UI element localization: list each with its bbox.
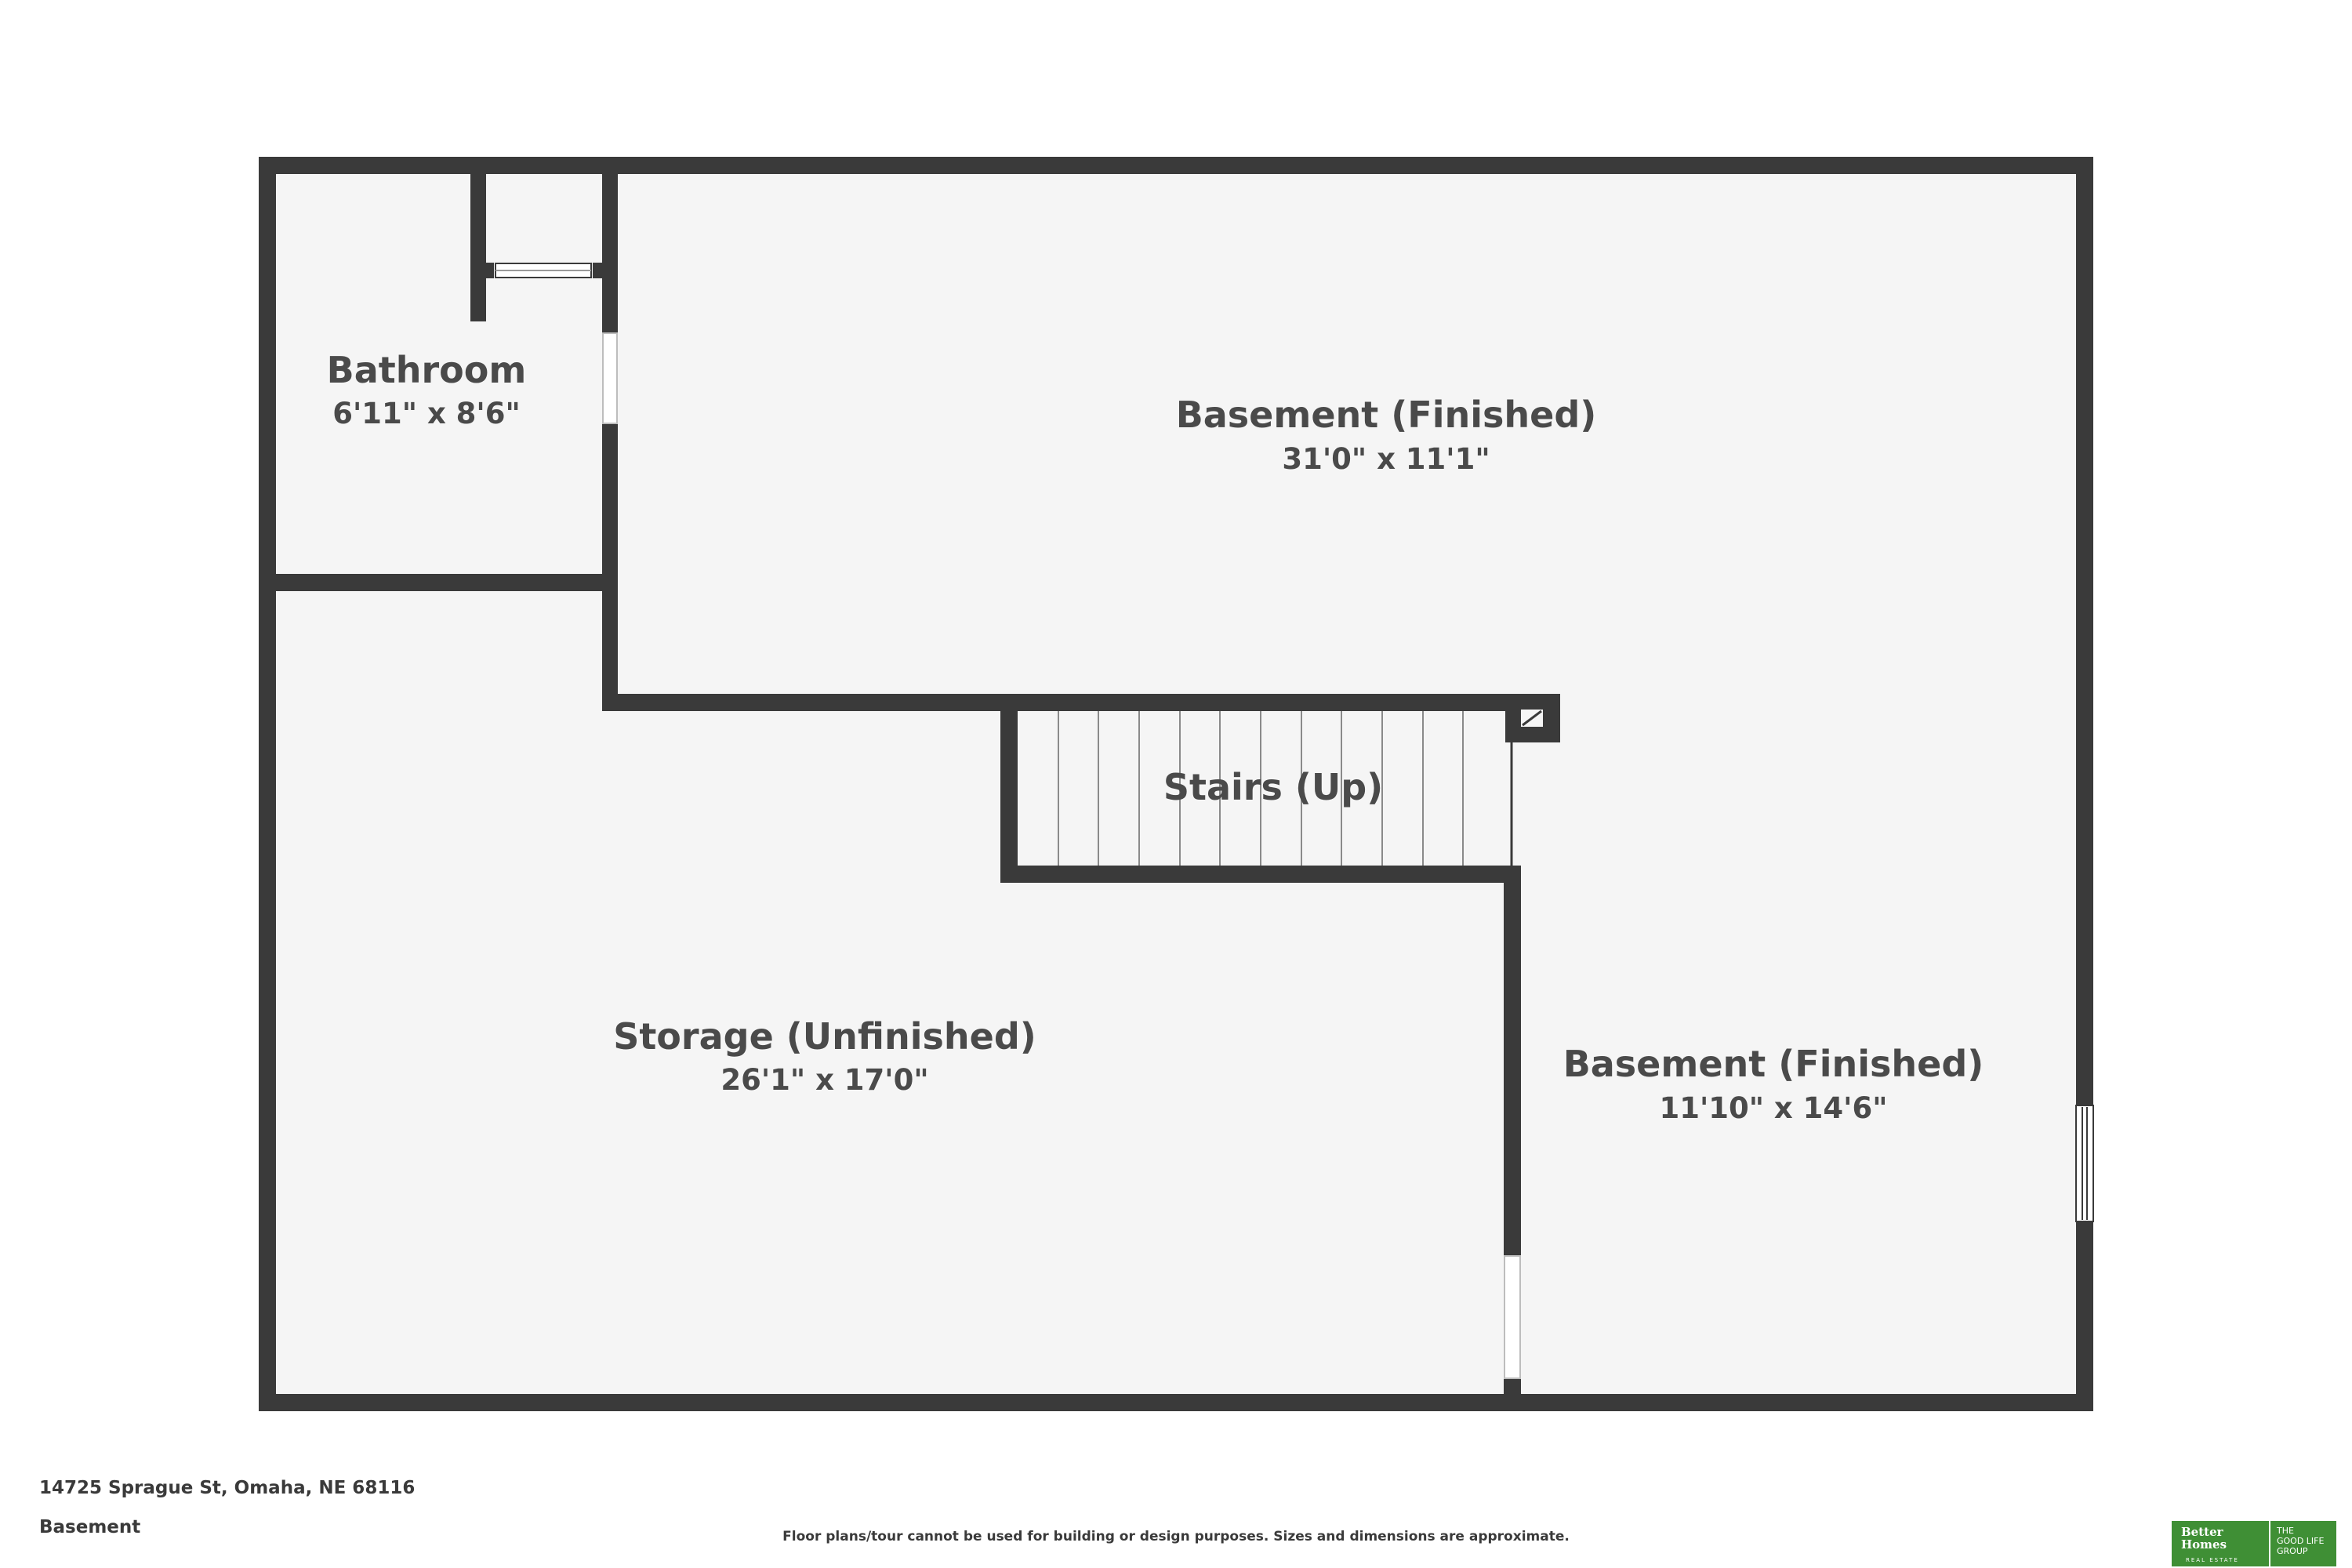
room-dims-storage: 26'1" x 17'0" — [720, 1063, 928, 1097]
room-dims-basement-right: 11'10" x 14'6" — [1659, 1091, 1887, 1125]
room-label-storage: Storage (Unfinished) — [613, 1015, 1036, 1058]
room-label-basement-top: Basement (Finished) — [1176, 394, 1597, 436]
room-dims-basement-top: 31'0" x 11'1" — [1282, 442, 1490, 476]
stair-treads — [1058, 711, 1464, 866]
room-label-basement-right: Basement (Finished) — [1563, 1043, 1984, 1085]
exterior-walls — [259, 157, 2093, 1411]
closet-opening — [495, 263, 592, 278]
floor-area — [267, 165, 2085, 1403]
room-label-stairs: Stairs (Up) — [1163, 766, 1383, 808]
interior-walls — [267, 165, 1560, 1402]
room-label-bathroom: Bathroom — [327, 349, 527, 391]
window — [2075, 1105, 2094, 1222]
storage-door-opening — [1504, 1255, 1521, 1379]
disclaimer-text: Floor plans/tour cannot be used for buil… — [782, 1529, 1570, 1544]
bathroom-door-opening — [602, 332, 618, 424]
brand-logo-group: THE GOOD LIFE GROUP — [2269, 1521, 2336, 1566]
floor-level-label: Basement — [39, 1517, 141, 1537]
room-dims-bathroom: 6'11" x 8'6" — [332, 397, 521, 430]
property-address: 14725 Sprague St, Omaha, NE 68116 — [39, 1478, 416, 1498]
